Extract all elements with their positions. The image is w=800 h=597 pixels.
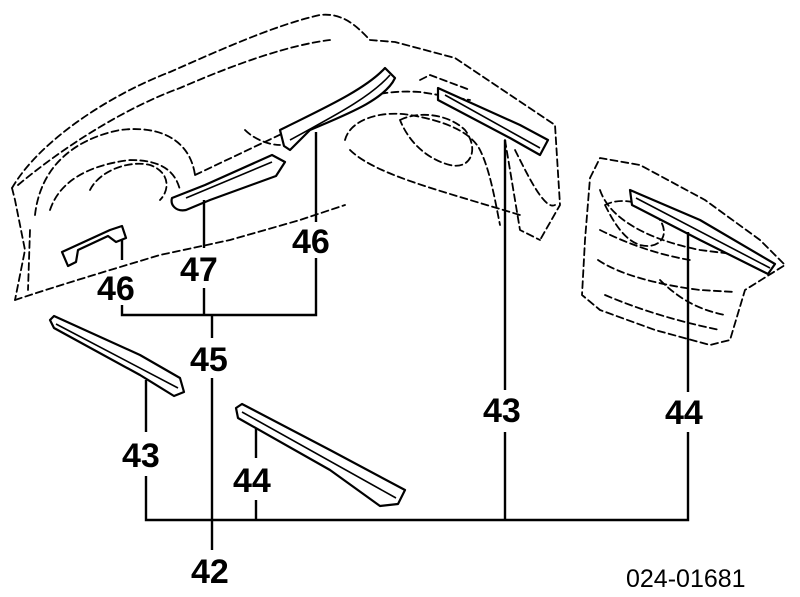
callout-47: 47 <box>180 251 218 289</box>
callout-46-right: 46 <box>292 223 330 261</box>
rear-door-molding-44 <box>628 188 777 276</box>
callout-46-left: 46 <box>97 270 135 308</box>
front-door-molding-43 <box>436 86 550 157</box>
callout-45: 45 <box>190 341 228 379</box>
garnish-part-46-right <box>278 66 397 152</box>
garnish-part-47 <box>170 153 287 212</box>
callout-42: 42 <box>191 553 229 591</box>
side-molding-43 <box>48 314 186 398</box>
front-door-outline <box>11 13 561 301</box>
rear-door-outline <box>581 157 786 346</box>
side-molding-44 <box>234 402 407 508</box>
diagram-reference-number: 024-01681 <box>626 565 746 593</box>
callout-43-right: 43 <box>483 392 521 430</box>
callout-44-mid: 44 <box>233 462 271 500</box>
callout-43-left: 43 <box>122 437 160 475</box>
garnish-part-46-left <box>60 224 128 268</box>
callout-44-right: 44 <box>665 394 703 432</box>
leader-lines <box>120 132 690 550</box>
